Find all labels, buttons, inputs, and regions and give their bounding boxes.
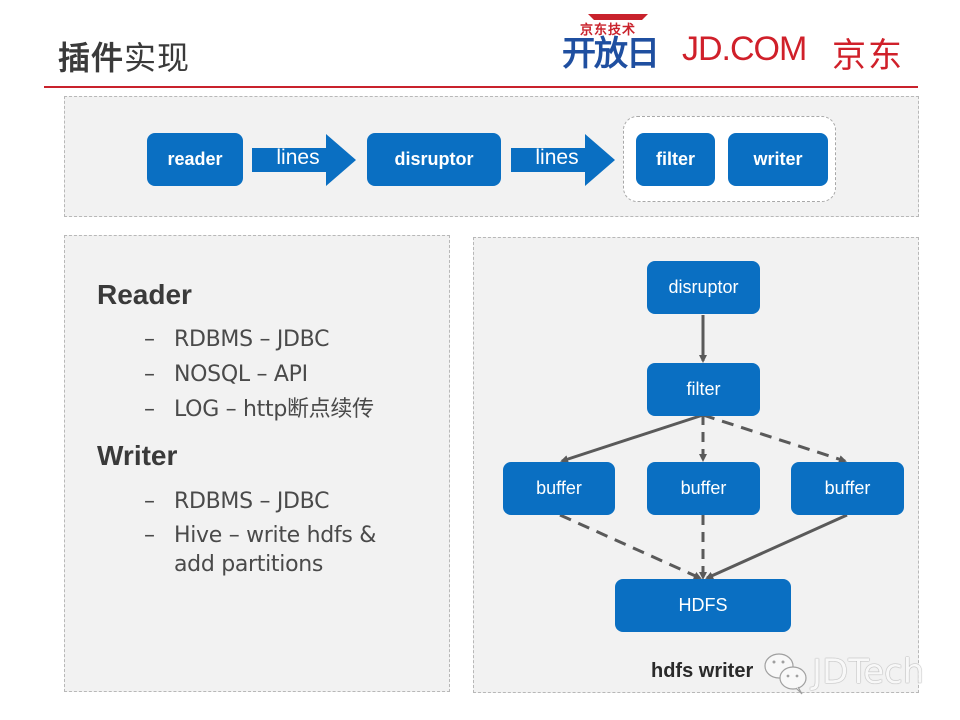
title-divider [44, 86, 918, 88]
pipeline-node-writer: writer [728, 133, 828, 186]
edge-buffer-right-hdfs [705, 513, 848, 580]
bullet-dash: – [144, 489, 155, 514]
open-day-logo-big: 开放日 [562, 34, 660, 74]
reader-heading: Reader [97, 279, 192, 310]
plugins-panel [64, 235, 450, 692]
bullet-dash: – [144, 362, 155, 387]
edge-buffer-left-hdfs [559, 513, 702, 580]
hdfs-writer-caption: hdfs writer [651, 660, 754, 682]
diagram-node-buffer-mid: buffer [647, 462, 760, 515]
page-title-regular: 实现 [124, 39, 191, 77]
pipeline-arrow-1-label: lines [276, 146, 320, 169]
bullet-dash: – [144, 327, 155, 352]
writer-item-text: Hive – write hdfs & [174, 523, 377, 548]
pipeline-arrow-2: lines [511, 134, 615, 186]
reader-item-text: NOSQL – API [174, 362, 308, 387]
reader-item-text: RDBMS – JDBC [174, 327, 330, 352]
open-day-logo-small: 京东技术 [580, 23, 637, 38]
jd-com-logo: JD.COM [682, 30, 807, 68]
jd-cn-logo: 京东 [832, 36, 904, 76]
diagram-node-buffer-left: buffer [503, 462, 615, 515]
bullet-dash: – [144, 523, 155, 548]
writer-heading: Writer [97, 440, 178, 471]
arrow-right-icon [252, 134, 356, 186]
pipeline-node-filter: filter [636, 133, 715, 186]
diagram-node-filter: filter [647, 363, 760, 416]
page-title-bold: 插件 [58, 39, 125, 77]
bullet-dash: – [144, 397, 155, 422]
watermark-text: JDTech [812, 652, 925, 692]
edge-filter-buffer-right [702, 413, 847, 463]
pipeline-node-reader: reader [147, 133, 243, 186]
diagram-node-disruptor: disruptor [647, 261, 760, 314]
diagram-node-hdfs: HDFS [615, 579, 791, 632]
pipeline-arrow-1: lines [252, 134, 356, 186]
writer-item-text: add partitions [174, 552, 324, 577]
pipeline-arrow-2-label: lines [535, 146, 579, 169]
writer-item-text: RDBMS – JDBC [174, 489, 330, 514]
diagram-node-buffer-right: buffer [791, 462, 904, 515]
watermark: JDTech [762, 650, 942, 700]
reader-item-text: LOG – http断点续传 [174, 397, 374, 422]
edge-filter-buffer-left [560, 413, 704, 463]
arrow-right-icon [511, 134, 615, 186]
wechat-icon [764, 653, 807, 695]
open-day-logo: 京东技术 开放日 [562, 14, 678, 74]
pipeline-node-disruptor: disruptor [367, 133, 501, 186]
page-title: 插件实现 [58, 33, 190, 79]
ribbon-icon [588, 14, 648, 20]
